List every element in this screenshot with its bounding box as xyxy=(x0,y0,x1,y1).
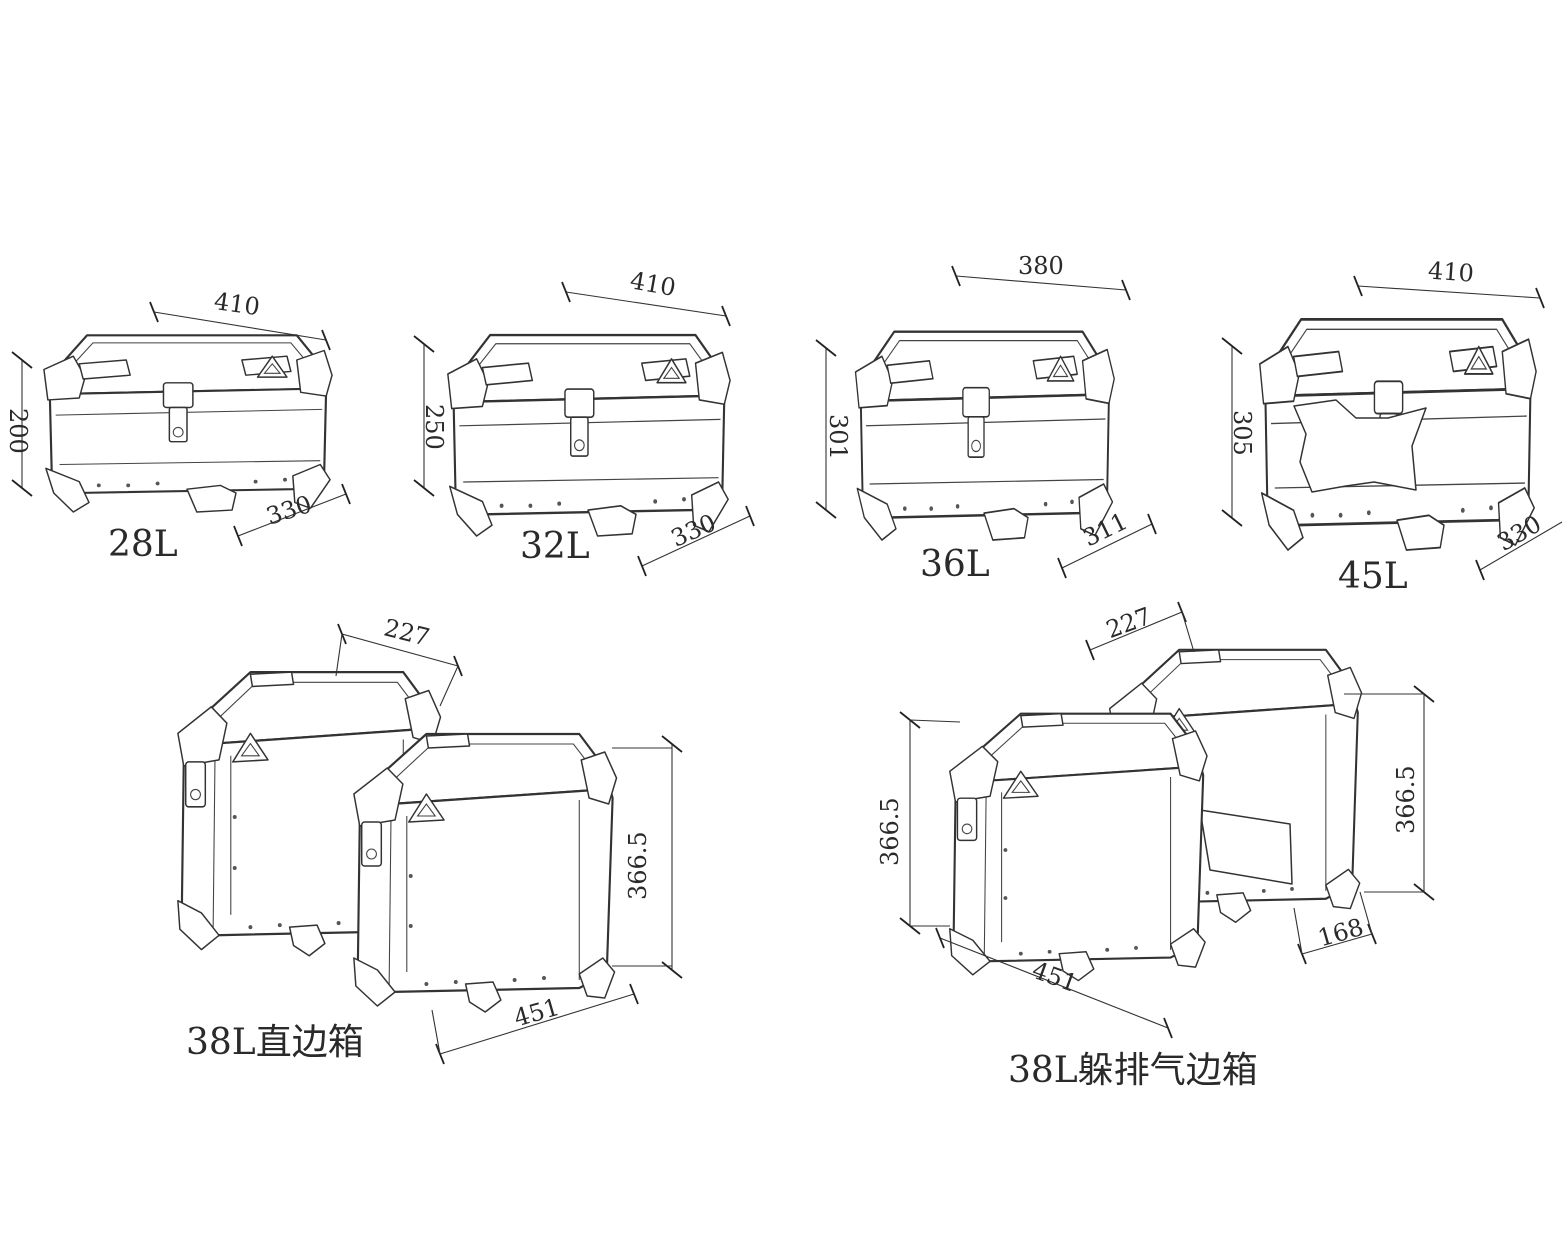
dim-32l-height: 250 xyxy=(420,404,448,450)
dim-38l-straight-length: 451 xyxy=(511,993,563,1033)
dim-45l-height: 305 xyxy=(1228,410,1256,456)
case-38l-exhaust xyxy=(899,601,1435,1039)
case-45l xyxy=(1221,275,1563,581)
case-32l xyxy=(413,281,755,577)
label-38l-straight: 38L直边箱 xyxy=(186,1022,364,1063)
dim-32l-width: 410 xyxy=(628,266,678,302)
label-32l: 32L xyxy=(520,526,590,567)
case-36l xyxy=(815,265,1157,579)
dim-36l-width: 380 xyxy=(1018,252,1064,280)
case-28l xyxy=(11,301,351,547)
label-45l: 45L xyxy=(1338,556,1408,597)
case-38l-straight xyxy=(176,623,683,1065)
dim-28l-depth: 330 xyxy=(263,490,315,531)
dim-38l-exhaust-height-back: 366.5 xyxy=(1392,765,1420,834)
dim-28l-height: 200 xyxy=(4,408,32,454)
dim-38l-exhaust-depth: 227 xyxy=(1102,602,1155,644)
label-36l: 36L xyxy=(920,544,990,585)
dim-38l-exhaust-step: 168 xyxy=(1315,913,1367,953)
dim-45l-width: 410 xyxy=(1427,256,1475,287)
dim-38l-straight-height: 366.5 xyxy=(624,831,652,900)
dim-36l-height: 301 xyxy=(824,414,852,460)
dim-38l-exhaust-height-front: 366.5 xyxy=(876,797,904,866)
dim-28l-width: 410 xyxy=(212,287,261,321)
dim-38l-straight-depth: 227 xyxy=(381,614,432,652)
label-28l: 28L xyxy=(108,524,178,565)
label-38l-exhaust: 38L躲排气边箱 xyxy=(1008,1050,1258,1091)
